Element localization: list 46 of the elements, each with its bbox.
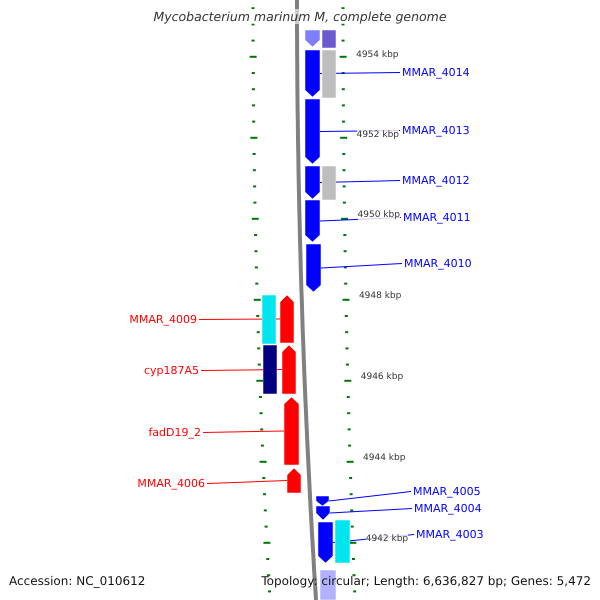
feature-block xyxy=(322,30,336,48)
gene-label: MMAR_4014 xyxy=(402,66,470,79)
feature-block xyxy=(322,50,336,98)
gene-label: MMAR_4011 xyxy=(403,211,471,224)
accession-text: Accession: NC_010612 xyxy=(9,574,146,588)
leader-line xyxy=(202,430,284,433)
gene-block xyxy=(305,30,320,47)
scale-label: 4952 kbp xyxy=(356,130,400,140)
gene-block xyxy=(305,166,320,199)
gene-label: MMAR_4010 xyxy=(404,257,472,270)
title: Mycobacterium marinum M, complete genome xyxy=(153,9,447,24)
scale-label: 4948 kbp xyxy=(358,291,402,301)
gene-label: MMAR_4009 xyxy=(129,313,197,326)
gene-label: MMAR_4013 xyxy=(402,124,470,137)
feature-block xyxy=(263,345,277,394)
gene-label: MMAR_4005 xyxy=(413,485,481,498)
feature-block xyxy=(262,295,276,344)
feature-block xyxy=(322,166,336,200)
gene-block xyxy=(280,295,294,343)
scale-label: 4942 kbp xyxy=(366,534,408,544)
gene-label: MMAR_4004 xyxy=(414,502,482,515)
scale-label: 4950 kbp xyxy=(358,210,400,220)
leader-line xyxy=(328,491,412,502)
gene-block xyxy=(316,506,330,520)
leader-line xyxy=(330,508,412,514)
gene-block xyxy=(305,99,320,164)
genome-summary-text: Topology: circular; Length: 6,636,827 bp; Genes: 5,472 xyxy=(261,574,591,588)
feature-block xyxy=(335,520,350,563)
gene-label: fadD19_2 xyxy=(148,426,201,439)
gene-block xyxy=(305,50,320,97)
gene-block xyxy=(316,496,329,506)
gene-label: cyp187A5 xyxy=(144,364,199,377)
gene-label: MMAR_4003 xyxy=(416,528,484,541)
scale-label: 4954 kbp xyxy=(356,50,398,60)
leader-line xyxy=(206,480,288,484)
gene-label: MMAR_4006 xyxy=(137,477,205,490)
scale-label: 4944 kbp xyxy=(363,453,406,463)
gene-block xyxy=(318,522,333,563)
gene-block xyxy=(282,345,296,394)
leader-line xyxy=(320,263,402,268)
gene-block xyxy=(306,244,321,292)
scale-label: 4946 kbp xyxy=(360,372,404,382)
gene-label: MMAR_4012 xyxy=(402,174,470,187)
gene-block xyxy=(287,468,301,493)
gene-block xyxy=(305,200,320,242)
gene-block xyxy=(284,397,299,465)
